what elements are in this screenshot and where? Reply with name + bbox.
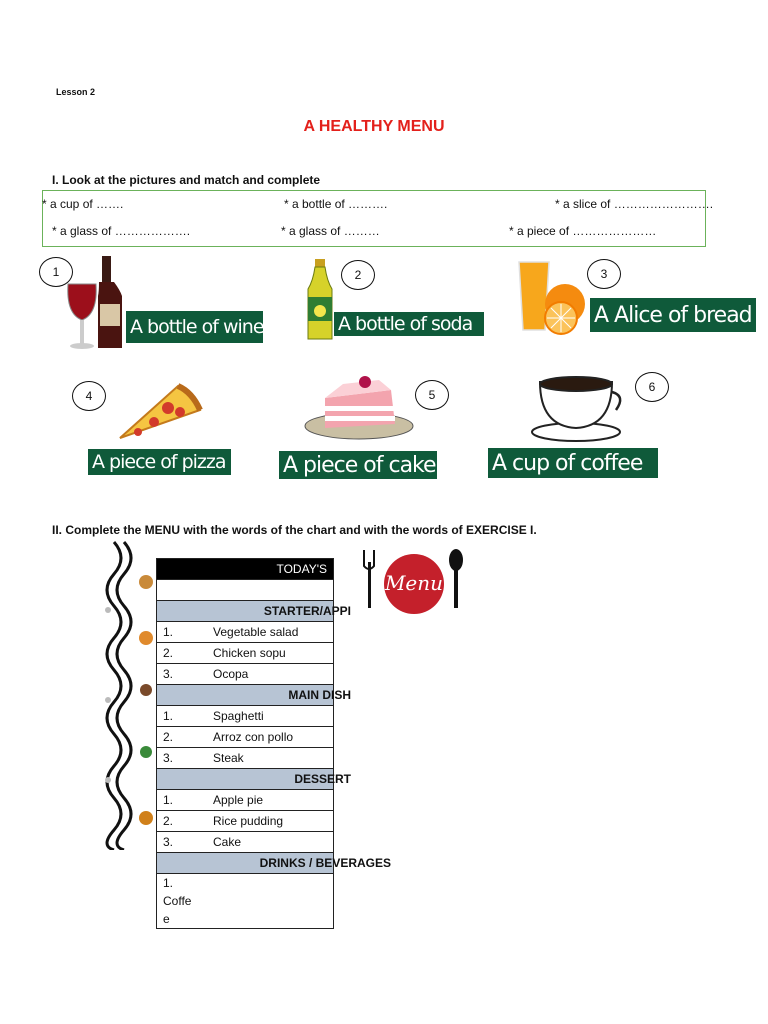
number-circle: 6 (635, 372, 669, 402)
menu-logo-text: Menu (384, 571, 443, 595)
soda-bottle-icon (307, 259, 333, 340)
image-label: A piece of pizza (88, 449, 231, 475)
image-label: A bottle of wine (126, 311, 265, 343)
pizza-slice-icon (119, 383, 203, 439)
image-label: A piece of cake (279, 451, 437, 479)
word-option: * a glass of ………………. (52, 224, 191, 238)
section-starter: STARTER/APPI (156, 600, 351, 622)
section-dessert: DESSERT (156, 768, 351, 790)
cake-slice-icon (304, 376, 414, 440)
word-box (42, 190, 706, 247)
image-label: A bottle of soda (334, 312, 484, 336)
word-option: * a bottle of ………. (284, 197, 388, 211)
table-row: 3.Ocopa (156, 663, 334, 685)
wine-bottle-glass-icon (67, 256, 122, 349)
orange-juice-icon (518, 261, 585, 335)
page-title: A HEALTHY MENU (303, 118, 445, 135)
table-row: 2.Rice pudding (156, 810, 334, 832)
word-option: * a cup of ……. (42, 197, 124, 211)
table-row: 1.Vegetable salad (156, 621, 334, 643)
table-row: 1.Coffee (156, 873, 334, 929)
number-circle: 5 (415, 380, 449, 410)
table-row: 1.Spaghetti (156, 705, 334, 727)
number-circle: 1 (39, 257, 73, 287)
word-option: * a slice of ……………………. (555, 197, 714, 211)
number-circle: 2 (341, 260, 375, 290)
word-option: * a glass of ……… (281, 224, 380, 238)
table-row: 3.Steak (156, 747, 334, 769)
menu-table: TODAY'S STARTER/APPI 1.Vegetable salad 2… (156, 558, 391, 929)
table-row: 2.Chicken sopu (156, 642, 334, 664)
menu-header: TODAY'S (156, 558, 334, 580)
coffee-cup-icon (531, 376, 622, 442)
image-label: A cup of coffee (488, 448, 658, 478)
image-label: A Alice of bread (590, 298, 756, 332)
menu-blank-row (156, 579, 334, 601)
word-option: * a piece of ………………… (509, 224, 657, 238)
menu-logo: Menu (363, 549, 463, 614)
number-circle: 4 (72, 381, 106, 411)
table-row: 1.Apple pie (156, 789, 334, 811)
food-border-decoration (105, 541, 153, 850)
lesson-number: Lesson 2 (56, 87, 96, 97)
exercise-1-instruction: I. Look at the pictures and match and co… (52, 173, 321, 187)
table-row: 2.Arroz con pollo (156, 726, 334, 748)
table-row: 3.Cake (156, 831, 334, 853)
section-drinks: DRINKS / BEVERAGES (156, 852, 391, 874)
exercise-2-instruction: II. Complete the MENU with the words of … (52, 523, 537, 537)
section-main-dish: MAIN DISH (156, 684, 351, 706)
number-circle: 3 (587, 259, 621, 289)
